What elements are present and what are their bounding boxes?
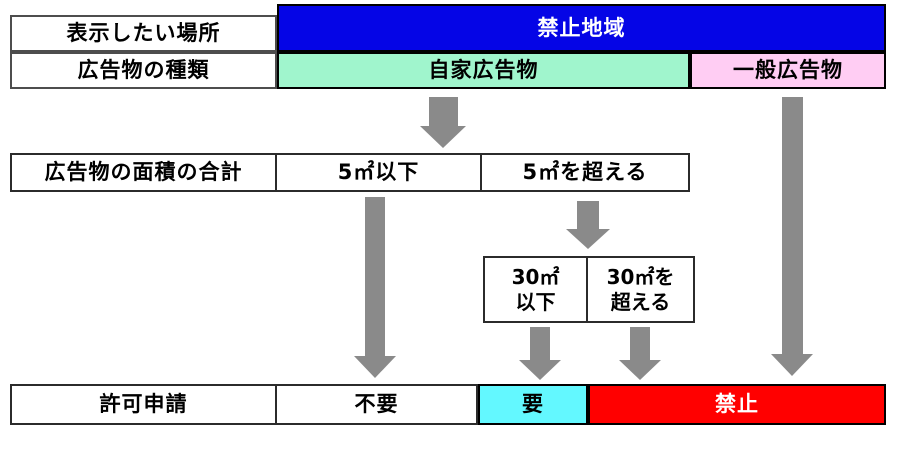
arrow-head: [519, 360, 561, 380]
arrow-general-ads-to-prohibited-icon: [771, 97, 813, 376]
arrow-head: [771, 354, 813, 376]
permit-prohibited-cell: 禁止: [588, 384, 886, 425]
area-under30-cell: 30㎡ 以下: [483, 256, 588, 323]
arrow-shaft: [428, 97, 458, 126]
arrow-self-ads-to-area-icon: [420, 97, 466, 148]
permit-not-required-cell: 不要: [275, 384, 478, 425]
arrow-head: [619, 360, 661, 380]
general-ads-cell: 一般広告物: [690, 52, 886, 89]
permit-label-cell: 許可申請: [10, 384, 277, 425]
arrow-over5-to-30box-icon: [566, 201, 610, 249]
arrow-under5-to-not-required-icon: [354, 197, 396, 378]
arrow-shaft: [781, 97, 803, 354]
arrow-shaft: [577, 201, 599, 229]
area-over5-cell: 5㎡を超える: [480, 153, 690, 192]
area-under5-cell: 5㎡以下: [275, 153, 482, 192]
arrow-shaft: [530, 327, 550, 360]
self-ads-cell: 自家広告物: [277, 52, 690, 89]
arrow-shaft: [365, 197, 385, 356]
area-over30-cell: 30㎡を 超える: [586, 256, 695, 323]
arrow-head: [420, 126, 466, 148]
arrow-head: [566, 229, 610, 249]
arrow-under30-to-required-icon: [519, 327, 561, 380]
permit-required-cell: 要: [478, 384, 588, 425]
area-label-cell: 広告物の面積の合計: [10, 153, 277, 192]
prohibited-area-cell: 禁止地域: [277, 4, 886, 52]
place-label-cell: 表示したい場所: [10, 15, 277, 52]
arrow-over30-to-prohibited-icon: [619, 327, 661, 380]
ad-type-label-cell: 広告物の種類: [10, 52, 277, 89]
arrow-head: [354, 356, 396, 378]
arrow-shaft: [630, 327, 650, 360]
